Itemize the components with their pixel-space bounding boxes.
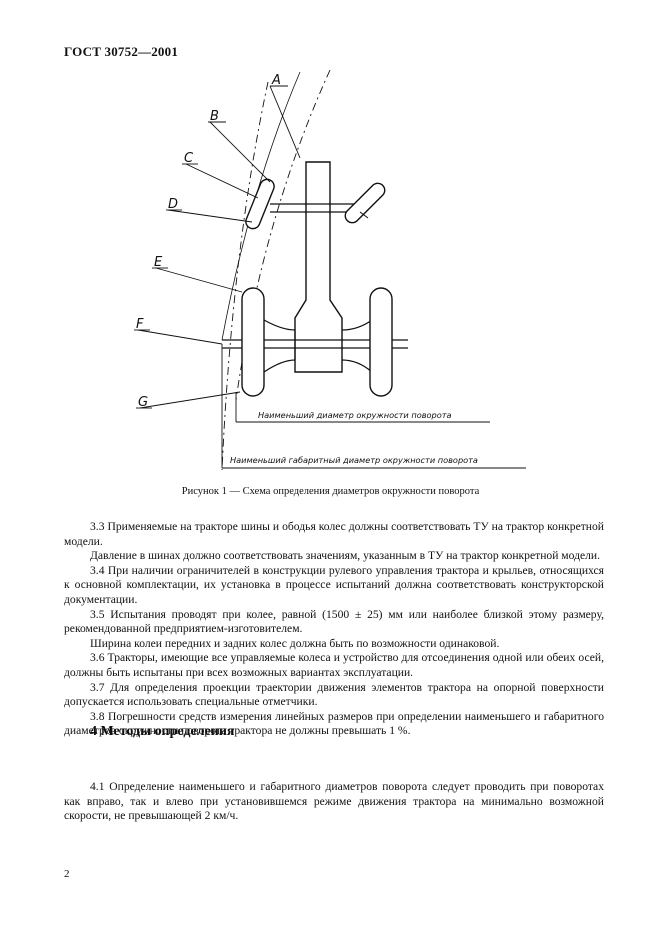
document-header: ГОСТ 30752—2001	[64, 44, 179, 59]
tractor-body	[294, 161, 343, 373]
paragraph: 3.8 Погрешности средств измерения линейн…	[64, 709, 604, 738]
rear-hub-right	[341, 318, 373, 374]
paragraph: 3.3 Применяемые на тракторе шины и ободь…	[64, 520, 604, 548]
paragraph: 3.7 Для определения проекции траектории …	[64, 680, 604, 709]
label-f: F	[136, 317, 144, 332]
paragraph: 3.4 При наличии ограничителей в конструк…	[64, 563, 604, 606]
paragraph: 4.1 Определение наименьшего и габаритног…	[64, 780, 604, 823]
paragraph: Ширина колеи передних и задних колес дол…	[90, 636, 500, 650]
inner-arc	[235, 69, 331, 401]
figure-caption: Рисунок 1 — Схема определения диаметров …	[181, 486, 480, 497]
rear-hub-left	[263, 319, 296, 373]
paragraph: 3.6 Тракторы, имеющие все управляемые ко…	[64, 651, 604, 679]
turning-diagram-figure: A B C D E F G Наименьший диаметр окружно…	[134, 69, 526, 471]
paragraph: Давление в шинах должно соответствовать …	[90, 549, 601, 563]
front-wheel-right	[344, 182, 386, 224]
label-b: B	[210, 109, 219, 124]
page-number: 2	[64, 868, 70, 880]
note-min-diameter: Наименьший диаметр окружности поворота	[258, 410, 452, 420]
paragraph: 3.5 Испытания проводят при колее, равной…	[64, 607, 604, 636]
section-title: 4 Методы определения	[90, 724, 235, 739]
label-a: A	[271, 73, 281, 88]
front-wheel-left	[245, 178, 275, 230]
label-d: D	[168, 197, 178, 212]
note-overall-diameter: Наименьший габаритный диаметр окружности…	[230, 455, 478, 465]
rear-wheel-left	[241, 287, 265, 397]
label-e: E	[154, 255, 163, 270]
rear-wheel-right	[369, 287, 393, 397]
body-text-section-4: 4.1 Определение наименьшего и габаритног…	[64, 780, 604, 824]
body-text: 3.3 Применяемые на тракторе шины и ободь…	[64, 520, 604, 739]
label-c: C	[184, 151, 194, 166]
label-g: G	[138, 395, 148, 410]
